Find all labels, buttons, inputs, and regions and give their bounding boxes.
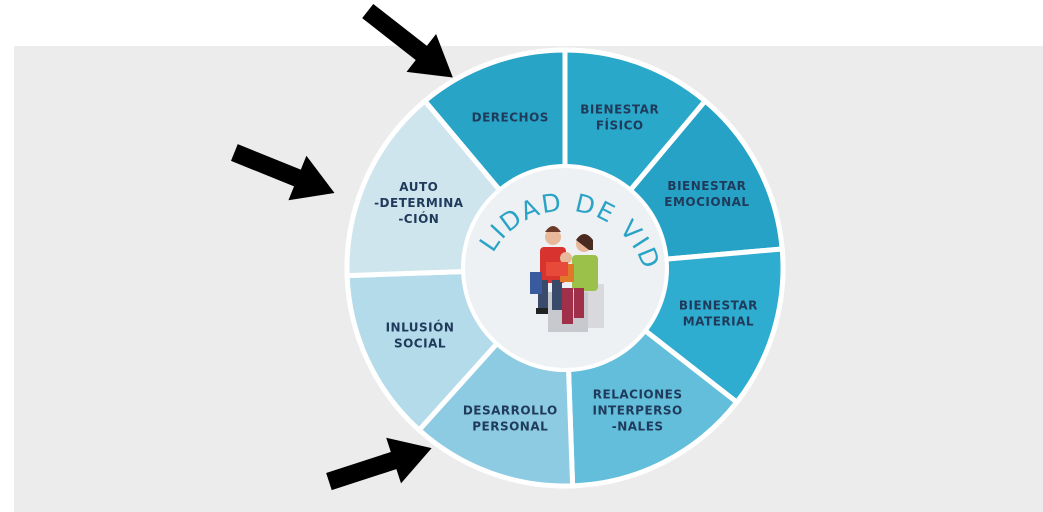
segment-label-line: PERSONAL: [472, 419, 548, 433]
segment-label-line: BIENESTAR: [679, 298, 758, 312]
segment-label-relaciones-interpersonales: RELACIONES INTERPERSO -NALES: [593, 388, 683, 434]
segment-label-line: -NALES: [612, 420, 664, 434]
segment-label-line: DESARROLLO: [463, 403, 558, 417]
segment-label-line: INTERPERSO: [593, 404, 683, 418]
segment-label-line: -DETERMINA: [374, 196, 464, 210]
arrow-top: [362, 3, 453, 78]
arrow-bottom: [326, 437, 432, 491]
segment-label-line: INLUSIÓN: [386, 320, 455, 335]
segment-label-line: SOCIAL: [394, 337, 446, 351]
segment-label-line: BIENESTAR: [667, 179, 746, 193]
segment-label-line: DERECHOS: [472, 111, 549, 125]
segment-label-bienestar-emocional: BIENESTAR EMOCIONAL: [664, 179, 749, 209]
segment-label-line: FÍSICO: [596, 118, 644, 133]
segment-label-desarrollo-personal: DESARROLLO PERSONAL: [463, 403, 558, 433]
segment-label-line: EMOCIONAL: [664, 195, 749, 209]
arrow-left: [230, 144, 335, 201]
segment-label-bienestar-material: BIENESTAR MATERIAL: [679, 298, 758, 328]
segment-label-inclusion-social: INLUSIÓN SOCIAL: [386, 320, 455, 351]
segment-label-derechos: DERECHOS: [472, 111, 549, 125]
people-reading-illustration: [530, 226, 604, 332]
segment-label-line: BIENESTAR: [580, 103, 659, 117]
segment-label-line: MATERIAL: [683, 314, 754, 328]
segment-label-line: -CIÓN: [398, 211, 439, 226]
segment-label-line: RELACIONES: [593, 388, 683, 402]
segment-label-autodeterminacion: AUTO -DETERMINA-CIÓN: [374, 180, 464, 226]
segment-label-line: AUTO: [399, 180, 438, 194]
